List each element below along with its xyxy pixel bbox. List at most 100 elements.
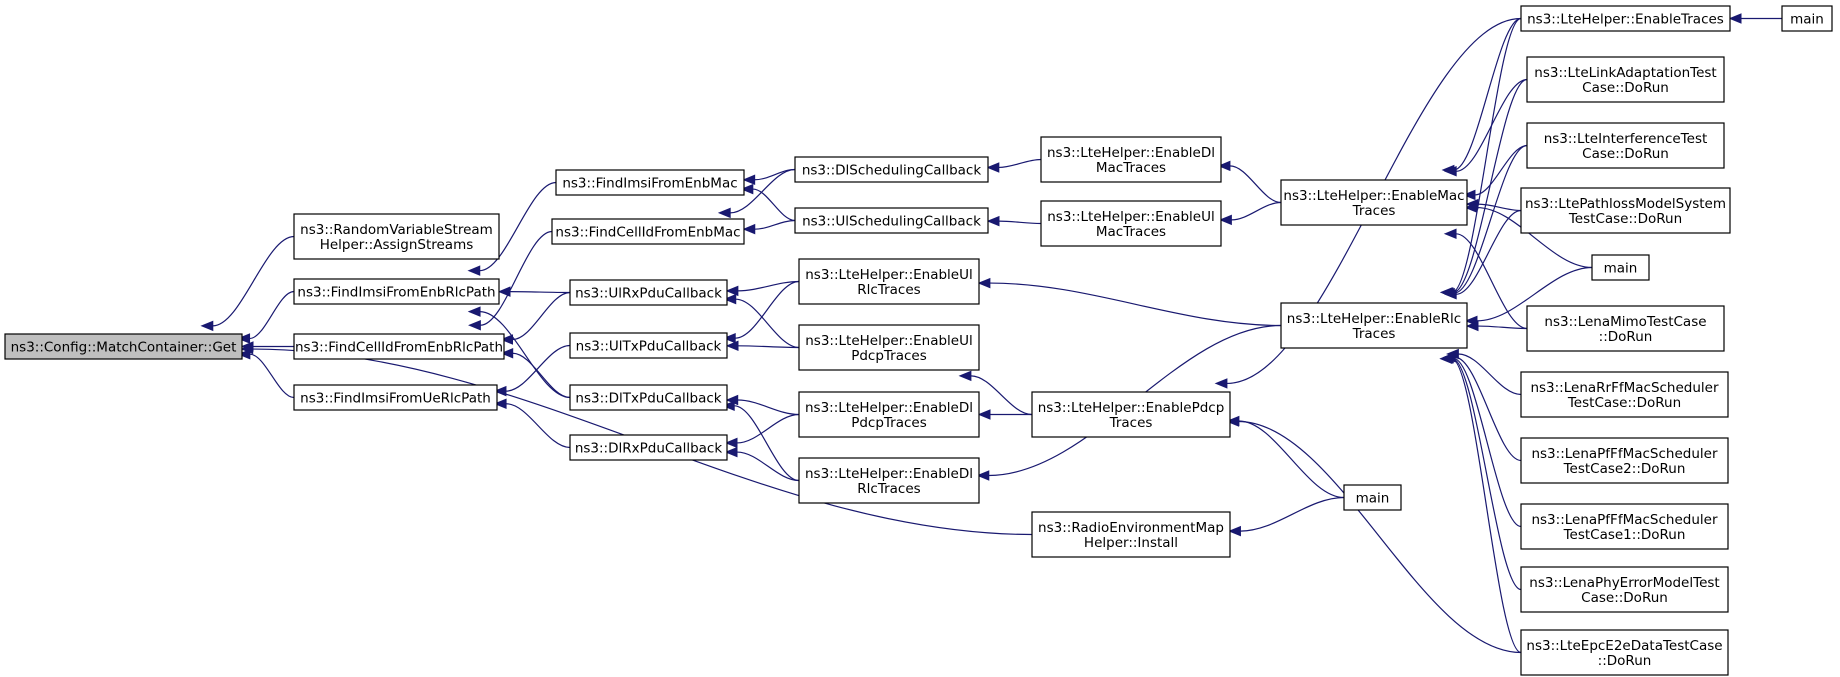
graph-edge-arrowhead <box>1217 160 1231 172</box>
graph-node-label: TestCase1::DoRun <box>1563 527 1686 543</box>
graph-node-ns3-config-matchcontainer-get-root[interactable]: ns3::Config::MatchContainer::Get <box>4 333 243 360</box>
graph-node-ns3-ulrxpducallback-ulrx[interactable]: ns3::UlRxPduCallback <box>569 279 728 306</box>
graph-edge-arrowhead <box>468 320 481 331</box>
graph-edge-enulrlc-to-ulrx <box>725 280 800 297</box>
graph-edge-ultx-to-fiurp <box>493 344 571 397</box>
graph-node-label: ns3::LteHelper::EnableTraces <box>1527 12 1724 28</box>
graph-edge-dltx-to-fcerp <box>500 347 571 399</box>
graph-node-main-main1[interactable]: main <box>1781 5 1833 32</box>
graph-node-label: Traces <box>1352 203 1396 219</box>
graph-node-box <box>798 324 980 371</box>
graph-node-ns3-ltehelper-enabletraces-entr[interactable]: ns3::LteHelper::EnableTraces <box>1520 5 1731 32</box>
graph-node-ns3-dltxpducallback-dltx[interactable]: ns3::DlTxPduCallback <box>569 384 728 411</box>
graph-node-label: TestCase::DoRun <box>1567 395 1681 411</box>
graph-node-label: ns3::Config::MatchContainer::Get <box>11 340 237 356</box>
graph-edge-arrowhead <box>467 306 481 317</box>
graph-edge-line <box>1476 206 1593 269</box>
graph-edge-arrowhead <box>724 446 738 458</box>
graph-edge-lmimo-to-enmac <box>1443 228 1528 330</box>
graph-edge-arrowhead <box>724 437 738 449</box>
graph-node-box <box>794 156 989 183</box>
graph-node-ns3-ulschedulingcallback-ulsch[interactable]: ns3::UlSchedulingCallback <box>794 207 989 234</box>
graph-node-label: ns3::FindImsiFromUeRlcPath <box>300 391 491 407</box>
graph-node-label: Traces <box>1352 326 1396 342</box>
graph-node-ns3-dlschedulingcallback-dlsch[interactable]: ns3::DlSchedulingCallback <box>794 156 989 183</box>
graph-node-ns3-findimsifromenbmac-fiem[interactable]: ns3::FindImsiFromEnbMac <box>555 169 745 196</box>
graph-node-box <box>794 207 989 234</box>
graph-node-ns3-findcellidfromenbrlcpath-fcerp[interactable]: ns3::FindCellIdFromEnbRlcPath <box>293 333 505 360</box>
graph-edge-arrowhead <box>467 265 481 276</box>
graph-edge-arrowhead <box>1443 228 1457 240</box>
graph-node-box <box>1520 5 1731 32</box>
graph-edge-line <box>736 451 800 482</box>
graph-node-ns3-dlrxpducallback-dlrx[interactable]: ns3::DlRxPduCallback <box>569 434 728 461</box>
graph-edge-arrowhead <box>1728 13 1742 24</box>
graph-node-ns3-findimsifromuerlcpath-fiurp[interactable]: ns3::FindImsiFromUeRlcPath <box>293 384 498 411</box>
graph-edge-arrowhead <box>977 409 991 420</box>
graph-edge-arrowhead <box>1439 353 1453 364</box>
graph-edge-lpm-to-enrlc <box>1443 209 1522 300</box>
graph-node-box <box>1520 437 1729 484</box>
graph-node-ns3-lenapfffmacscheduler-testcase2-dorun-lpf2[interactable]: ns3::LenaPfFfMacSchedulerTestCase2::DoRu… <box>1520 437 1729 484</box>
graph-edge-ulrx-to-fcerp <box>500 291 571 345</box>
graph-edge-arrowhead <box>986 215 1000 227</box>
graph-node-main-main2[interactable]: main <box>1591 254 1650 281</box>
graph-edge-endlrlc-to-dlrx <box>724 446 800 482</box>
graph-node-ns3-findcellidfromenbmac-fcem[interactable]: ns3::FindCellIdFromEnbMac <box>551 218 745 245</box>
graph-edge-line <box>736 413 800 444</box>
graph-node-ns3-lenapfffmacscheduler-testcase1-dorun-lpf1[interactable]: ns3::LenaPfFfMacSchedulerTestCase1::DoRu… <box>1520 503 1729 550</box>
graph-node-box <box>551 218 745 245</box>
graph-node-label: Traces <box>1109 415 1153 431</box>
graph-node-main-main3[interactable]: main <box>1343 484 1402 511</box>
graph-node-ns3-randomvariablestream-helper-assignstreams-rvs[interactable]: ns3::RandomVariableStreamHelper::AssignS… <box>293 213 500 260</box>
graph-node-label: ns3::UlSchedulingCallback <box>802 214 981 230</box>
graph-node-label: TestCase2::DoRun <box>1563 461 1686 477</box>
graph-node-box <box>293 213 500 260</box>
graph-node-label: ns3::LteHelper::EnableUl <box>805 333 973 349</box>
graph-edge-line <box>989 282 1282 327</box>
graph-edge-main3-to-enpdcp <box>1226 415 1345 499</box>
graph-node-ns3-ltepathlossmodelsystem-testcase-dorun-lpm[interactable]: ns3::LtePathlossModelSystemTestCase::DoR… <box>1520 187 1731 234</box>
graph-node-ns3-ultxpducallback-ultx[interactable]: ns3::UlTxPduCallback <box>569 332 728 359</box>
graph-edge-line <box>509 291 571 294</box>
graph-edge-lmimo-to-enrlc <box>1465 320 1528 332</box>
graph-edge-arrowhead <box>1443 289 1457 300</box>
graph-edge-enulpdcp-to-ulrx <box>723 293 800 349</box>
graph-edge-arrowhead <box>237 348 251 360</box>
graph-node-ns3-lenamimotestcase-dorun-lmimo[interactable]: ns3::LenaMimoTestCase::DoRun <box>1526 305 1725 352</box>
graph-edge-dlsch-to-fcem <box>717 168 796 219</box>
graph-edge-lpf1-to-enrlc <box>1440 352 1522 528</box>
graph-node-box <box>1040 136 1222 183</box>
graph-node-ns3-lteepce2edatatestcase-dorun-lepc[interactable]: ns3::LteEpcE2eDataTestCase::DoRun <box>1520 629 1729 676</box>
graph-edge-main1-to-entr <box>1728 13 1782 24</box>
graph-node-box <box>1520 503 1729 550</box>
graph-node-label: ns3::UlRxPduCallback <box>575 286 722 302</box>
graph-edge-line <box>734 405 800 482</box>
graph-node-box <box>293 384 498 411</box>
graph-edge-arrowhead <box>1464 202 1478 213</box>
graph-edge-arrowhead <box>721 400 735 412</box>
graph-node-ns3-findimsifromenbrlcpath-fierp[interactable]: ns3::FindImsiFromEnbRlcPath <box>293 278 500 305</box>
graph-node-box <box>4 333 243 360</box>
graph-node-label: MacTraces <box>1096 160 1166 176</box>
graph-node-box <box>1526 305 1725 352</box>
graph-node-box <box>1520 371 1729 418</box>
graph-edge-fiurp-to-root <box>237 348 295 399</box>
graph-node-label: Helper::Install <box>1084 535 1178 551</box>
graph-node-label: ns3::LtePathlossModelSystem <box>1525 196 1726 212</box>
graph-edge-enulrlc-to-ultx <box>722 280 800 344</box>
